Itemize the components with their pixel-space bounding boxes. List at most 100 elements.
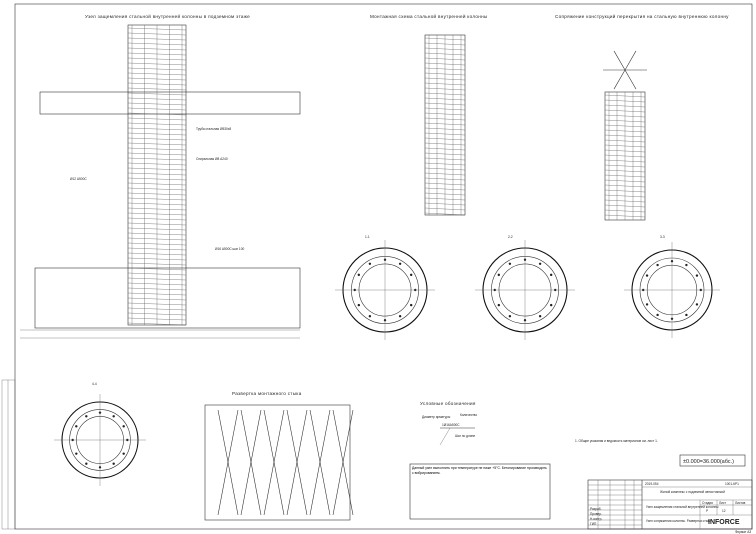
stirrup bbox=[604, 189, 646, 193]
slab-beams-star bbox=[603, 50, 647, 90]
stirrup bbox=[127, 97, 187, 101]
rebar-dot bbox=[112, 415, 115, 418]
rebar-dot bbox=[645, 303, 649, 306]
stirrup bbox=[424, 182, 466, 186]
stirrup bbox=[127, 112, 187, 116]
stirrup bbox=[127, 207, 187, 211]
stirrup bbox=[127, 147, 187, 151]
unfold-drawing bbox=[204, 404, 354, 521]
rebar-dot bbox=[497, 273, 501, 277]
stirrup bbox=[604, 169, 646, 173]
stirrup bbox=[424, 202, 466, 206]
rebar-dot bbox=[685, 263, 688, 267]
stirrup bbox=[604, 204, 646, 208]
stirrup bbox=[424, 97, 466, 101]
unfold-strip-edge bbox=[332, 409, 344, 516]
stirrup bbox=[424, 42, 466, 46]
stirrup bbox=[424, 82, 466, 86]
stirrup bbox=[127, 272, 187, 276]
stirrup bbox=[127, 42, 187, 46]
stirrup bbox=[604, 99, 646, 103]
stirrup bbox=[127, 87, 187, 91]
stirrup bbox=[424, 37, 466, 41]
stirrup bbox=[424, 207, 466, 211]
stirrup bbox=[424, 172, 466, 176]
stirrup bbox=[127, 127, 187, 131]
title-block-grid bbox=[588, 480, 642, 529]
rebar-dot bbox=[112, 462, 115, 465]
legend-count: Количество bbox=[460, 413, 477, 417]
stirrup bbox=[424, 47, 466, 51]
object-name: Жилой комплекс с подземной автостоянкой bbox=[660, 490, 725, 494]
stirrup bbox=[127, 237, 187, 241]
legend: Диаметр арматуры 1Ø16А500С Количество Ша… bbox=[422, 413, 477, 446]
stirrup bbox=[424, 187, 466, 191]
stirrup bbox=[127, 72, 187, 76]
rebar-dot bbox=[75, 452, 78, 455]
sheet-frame bbox=[14, 3, 753, 530]
elevation-mark: ±0.000=36.000(абс.) bbox=[679, 454, 746, 467]
stirrup bbox=[424, 167, 466, 171]
drawing-name: Узел сопряжения колонны. Развертка стыка bbox=[646, 519, 711, 523]
stirrup bbox=[127, 227, 187, 231]
node-drawing: Труба стальная Ø530x8 Спиральная Ø8 А240… bbox=[20, 24, 301, 339]
rebar-dot bbox=[398, 262, 402, 266]
stirrup bbox=[424, 57, 466, 61]
stirrup bbox=[127, 107, 187, 111]
stirrup bbox=[604, 194, 646, 198]
stirrup bbox=[127, 117, 187, 121]
rebar-dot bbox=[695, 303, 699, 306]
stirrup bbox=[604, 174, 646, 178]
stirrup bbox=[604, 214, 646, 218]
title-junction: Сопряжение конструкций перекрытия на ста… bbox=[555, 13, 729, 19]
logo: INFORCE bbox=[708, 519, 740, 526]
stirrup bbox=[424, 122, 466, 126]
unfold-strip-edge bbox=[286, 409, 298, 516]
stirrup bbox=[127, 277, 187, 281]
rebar-dot bbox=[122, 425, 125, 428]
stirrup bbox=[127, 212, 187, 216]
junction-drawing bbox=[603, 50, 647, 221]
stirrup bbox=[127, 187, 187, 191]
stirrup bbox=[127, 132, 187, 136]
stirrup bbox=[424, 117, 466, 121]
unfold-strip-edge bbox=[240, 409, 252, 516]
rebar-dot bbox=[656, 313, 659, 317]
stirrup bbox=[424, 107, 466, 111]
mount-drawing bbox=[424, 34, 466, 216]
elevation-frame bbox=[679, 454, 746, 467]
rebar-dot bbox=[122, 452, 125, 455]
stirrup bbox=[604, 144, 646, 148]
stirrup bbox=[604, 109, 646, 113]
legend-pointer bbox=[439, 427, 451, 446]
unfold-strip-edge bbox=[227, 409, 239, 516]
unfold-strip-edge bbox=[250, 409, 262, 516]
stirrup bbox=[127, 27, 187, 31]
stage-label: Стадия bbox=[702, 501, 713, 505]
unfold-strip-edge bbox=[263, 409, 275, 516]
stirrup bbox=[127, 67, 187, 71]
stirrup bbox=[127, 62, 187, 66]
legend-diameter: Диаметр арматуры bbox=[422, 415, 451, 419]
stirrup bbox=[424, 137, 466, 141]
stirrup bbox=[127, 222, 187, 226]
callout-pipe: Труба стальная Ø530x8 bbox=[196, 127, 231, 131]
stirrup bbox=[424, 162, 466, 166]
stirrup bbox=[604, 124, 646, 128]
beam-line bbox=[613, 50, 626, 71]
stirrup bbox=[604, 134, 646, 138]
title-block: 2019-054 1001-КР1 Жилой комплекс с подзе… bbox=[587, 479, 753, 534]
notes-box-text: Данный узел выполнить при температуре не… bbox=[412, 466, 547, 475]
title-node: Узел защемления стальной внутренней коло… bbox=[85, 13, 250, 19]
unfold-frame bbox=[204, 404, 351, 521]
drawing-code: 1001-КР1 bbox=[725, 482, 739, 486]
stirrup bbox=[604, 159, 646, 163]
stirrup bbox=[127, 257, 187, 261]
unfold-strip-edge bbox=[273, 409, 285, 516]
rebar-dot bbox=[85, 462, 88, 465]
stirrup bbox=[127, 122, 187, 126]
stirrup bbox=[127, 252, 187, 256]
stirrup bbox=[127, 167, 187, 171]
stirrup bbox=[604, 179, 646, 183]
floor-slab bbox=[39, 91, 301, 115]
